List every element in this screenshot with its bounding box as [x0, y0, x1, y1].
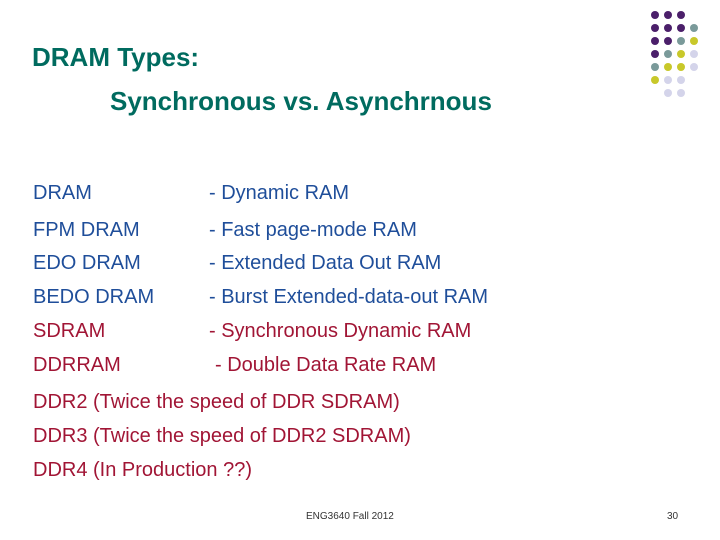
- list-item-term: DDR4 (In Production ??): [33, 459, 252, 481]
- list-item-term: DDR2 (Twice the speed of DDR SDRAM): [33, 391, 400, 413]
- dot: [651, 76, 659, 84]
- dot: [677, 24, 685, 32]
- list-item-term: DRAM: [33, 182, 92, 204]
- dot: [690, 63, 698, 71]
- list-item-description: - Burst Extended-data-out RAM: [209, 286, 489, 308]
- dot: [677, 63, 685, 71]
- dot: [677, 50, 685, 58]
- dot: [690, 37, 698, 45]
- list-item-term: EDO DRAM: [33, 252, 141, 274]
- dot: [664, 24, 672, 32]
- list-item-term: DDR3 (Twice the speed of DDR2 SDRAM): [33, 425, 411, 447]
- list-item-term: DDRRAM: [33, 354, 121, 376]
- dot: [664, 63, 672, 71]
- dot: [651, 37, 659, 45]
- list-item-description: - Extended Data Out RAM: [209, 252, 442, 274]
- dot: [651, 24, 659, 32]
- dot: [651, 11, 659, 19]
- list-item-description: - Synchronous Dynamic RAM: [209, 320, 472, 342]
- footer-course-label: ENG3640 Fall 2012: [306, 511, 394, 522]
- list-item-description: - Dynamic RAM: [209, 182, 350, 204]
- dot: [677, 11, 685, 19]
- list-item-term: SDRAM: [33, 320, 106, 342]
- dot: [664, 76, 672, 84]
- dot: [651, 63, 659, 71]
- dot: [651, 50, 659, 58]
- dot: [664, 50, 672, 58]
- footer-page-number: 30: [667, 511, 679, 522]
- slide-title-line-2: Synchronous vs. Asynchrnous: [110, 86, 492, 116]
- dot: [664, 37, 672, 45]
- dot: [690, 50, 698, 58]
- slide-title-line-1: DRAM Types:: [32, 42, 200, 72]
- list-item-description: - Fast page-mode RAM: [209, 219, 417, 241]
- dot: [677, 37, 685, 45]
- list-item-description: - Double Data Rate RAM: [215, 354, 437, 376]
- list-item-term: FPM DRAM: [33, 219, 140, 241]
- dot: [677, 89, 685, 97]
- dot: [664, 89, 672, 97]
- dot: [690, 24, 698, 32]
- list-item-term: BEDO DRAM: [33, 286, 155, 308]
- decorative-dot-grid-icon: [651, 11, 698, 97]
- dot: [664, 11, 672, 19]
- dot: [677, 76, 685, 84]
